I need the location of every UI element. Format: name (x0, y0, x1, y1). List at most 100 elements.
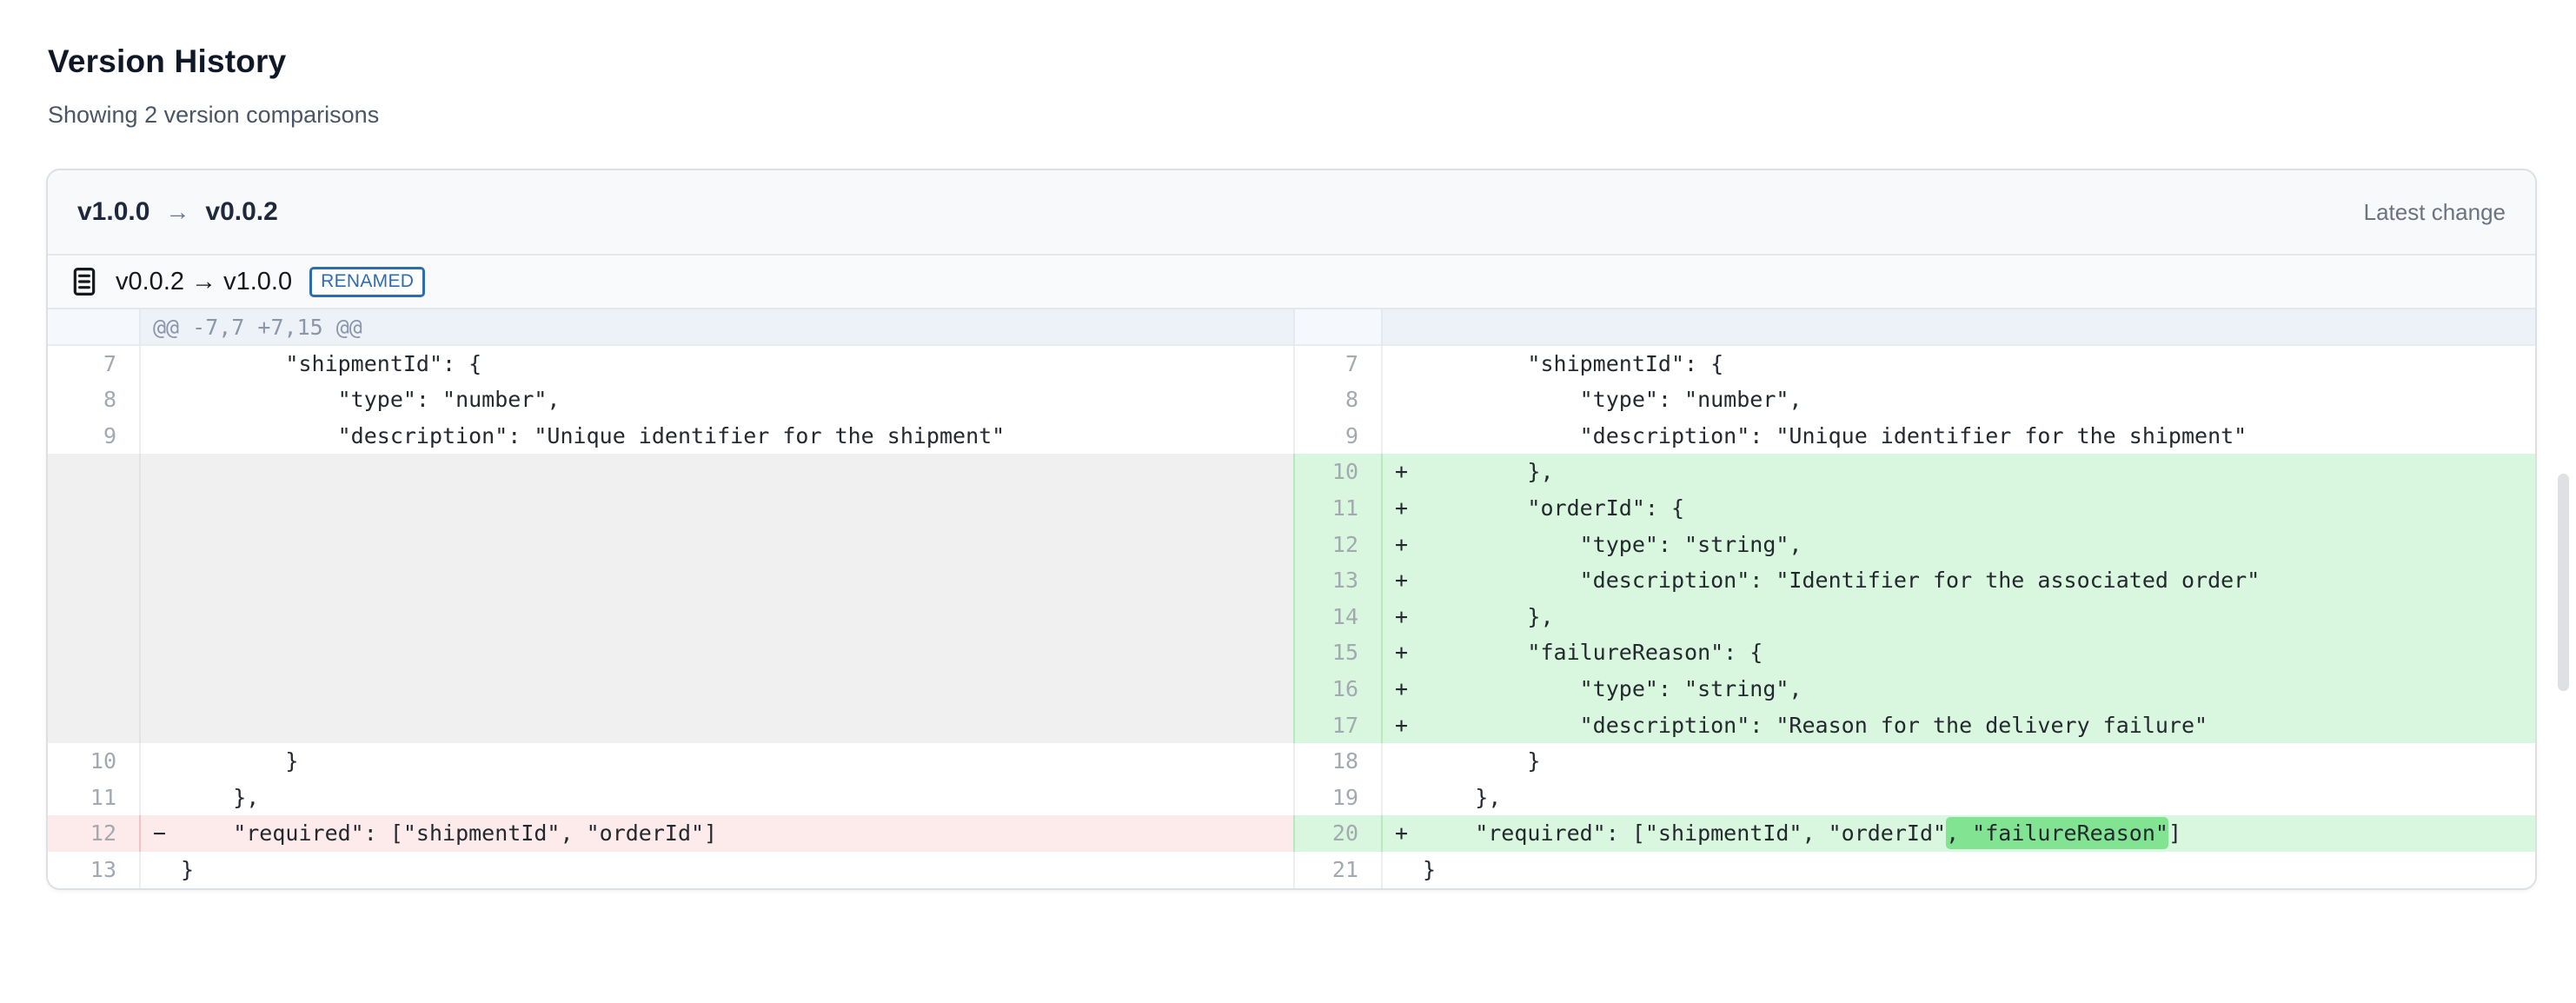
code-line-right: "shipmentId": { (1383, 346, 2535, 382)
line-number-left (48, 707, 141, 744)
line-number-right: 11 (1293, 489, 1383, 527)
line-number-left (48, 454, 141, 490)
diff-marker: − (153, 820, 167, 847)
latest-change-label: Latest change (2363, 198, 2506, 225)
diff-marker: + (1395, 531, 1409, 557)
code-text: "description": "Unique identifier for th… (181, 422, 1006, 448)
line-number-left (48, 598, 141, 635)
code-line-left (141, 634, 1293, 671)
line-number-left: 8 (48, 382, 141, 418)
diff-marker: + (1395, 820, 1409, 847)
code-line-right: } (1383, 743, 2535, 780)
code-text: "description": "Unique identifier for th… (1423, 422, 2247, 448)
file-text-icon (70, 266, 98, 297)
code-line-left (141, 707, 1293, 744)
code-text: }, (1423, 603, 1554, 629)
line-number-left (48, 670, 141, 707)
diff-marker: + (1395, 675, 1409, 701)
line-number-right: 21 (1293, 851, 1383, 888)
code-text: "type": "number", (1423, 387, 1803, 413)
version-comparison-card: v1.0.0 → v0.0.2 Latest change v0.0.2 → v… (46, 169, 2537, 890)
code-line-left: } (141, 743, 1293, 780)
code-line-left (141, 454, 1293, 490)
code-line-right: + "required": ["shipmentId", "orderId", … (1383, 815, 2535, 852)
to-version-label: v0.0.2 (205, 197, 278, 226)
line-number-right: 14 (1293, 598, 1383, 635)
line-number-right: 17 (1293, 707, 1383, 744)
line-number-right: 15 (1293, 634, 1383, 671)
code-text: "description": "Identifier for the assoc… (1423, 568, 2261, 594)
code-text: } (1423, 856, 1437, 882)
line-number-left (48, 309, 141, 346)
comparison-header: v1.0.0 → v0.0.2 Latest change (48, 170, 2535, 256)
code-text: "shipmentId": { (1423, 350, 1724, 376)
line-number-left (48, 634, 141, 671)
line-number-right: 18 (1293, 743, 1383, 780)
word-diff-highlight: , "failureReason" (1946, 817, 2168, 850)
code-line-left (141, 598, 1293, 635)
code-line-right: }, (1383, 780, 2535, 816)
diff-marker: + (1395, 712, 1409, 738)
code-line-right: + }, (1383, 454, 2535, 490)
code-line-left: "description": "Unique identifier for th… (141, 418, 1293, 455)
diff-marker: + (1395, 568, 1409, 594)
line-number-right: 13 (1293, 562, 1383, 599)
code-line-left (141, 489, 1293, 527)
diff-marker: + (1395, 459, 1409, 485)
code-text: "required": ["shipmentId", "orderId"] (181, 820, 718, 847)
line-number-right: 20 (1293, 815, 1383, 852)
file-rename-label: v0.0.2 → v1.0.0 (116, 267, 293, 296)
page-title: Version History (48, 43, 287, 79)
line-number-right: 12 (1293, 526, 1383, 563)
code-text: } (1423, 748, 1541, 774)
line-number-right (1293, 309, 1383, 346)
code-text: } (181, 748, 299, 774)
code-text: "shipmentId": { (181, 350, 482, 376)
line-number-left: 10 (48, 743, 141, 780)
code-line-right: } (1383, 852, 2535, 888)
code-text: "type": "string", (1423, 531, 1803, 557)
code-text: "required": ["shipmentId", "orderId", "f… (1423, 817, 2181, 850)
code-line-right: + "failureReason": { (1383, 634, 2535, 671)
line-number-left: 11 (48, 779, 141, 816)
code-text: "type": "number", (181, 387, 561, 413)
code-line-right: + "description": "Reason for the deliver… (1383, 707, 2535, 744)
code-text: }, (181, 784, 260, 810)
code-text: } (181, 856, 195, 882)
line-number-left (48, 562, 141, 599)
line-number-left: 9 (48, 417, 141, 455)
line-number-left: 13 (48, 851, 141, 888)
arrow-icon: → (165, 198, 190, 225)
code-text: "type": "string", (1423, 675, 1803, 701)
line-number-left (48, 489, 141, 527)
code-line-left (141, 562, 1293, 599)
code-text: }, (1423, 784, 1502, 810)
code-line-right: "description": "Unique identifier for th… (1383, 418, 2535, 455)
vertical-scrollbar-thumb[interactable] (2558, 474, 2569, 691)
code-line-right: "type": "number", (1383, 382, 2535, 418)
diff-grid: @@ -7,7 +7,15 @@7 "shipmentId": {7 "ship… (48, 309, 2535, 888)
code-line-right: + "type": "string", (1383, 670, 2535, 707)
code-line-right: + "description": "Identifier for the ass… (1383, 562, 2535, 599)
code-text: }, (1423, 459, 1554, 485)
code-line-left: − "required": ["shipmentId", "orderId"] (141, 815, 1293, 852)
code-line-left: } (141, 852, 1293, 888)
code-line-right: + }, (1383, 598, 2535, 635)
line-number-right: 8 (1293, 382, 1383, 418)
code-text: "description": "Reason for the delivery … (1423, 712, 2208, 738)
file-header: v0.0.2 → v1.0.0 RENAMED (48, 256, 2535, 309)
page-subtitle: Showing 2 version comparisons (48, 102, 380, 128)
line-number-right: 16 (1293, 670, 1383, 707)
code-line-right: + "orderId": { (1383, 489, 2535, 527)
line-number-left (48, 526, 141, 563)
from-version-label: v1.0.0 (77, 197, 150, 226)
line-number-right: 7 (1293, 345, 1383, 382)
diff-marker: + (1395, 603, 1409, 629)
diff-marker: + (1395, 640, 1409, 666)
hunk-header (1383, 309, 2535, 346)
hunk-header: @@ -7,7 +7,15 @@ (141, 309, 1293, 346)
code-line-right: + "type": "string", (1383, 526, 2535, 563)
diff-marker: + (1395, 495, 1409, 521)
renamed-badge: RENAMED (309, 266, 426, 297)
code-line-left: "shipmentId": { (141, 346, 1293, 382)
